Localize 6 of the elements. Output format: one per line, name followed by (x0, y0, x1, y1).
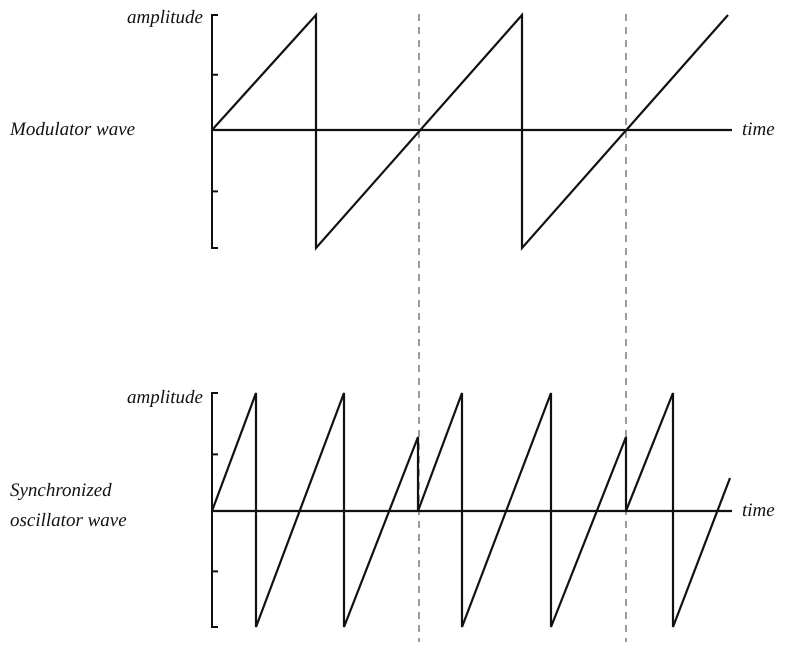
axis-label: time (742, 118, 775, 142)
wave-label: Modulator wave (10, 118, 136, 142)
wave-label: Synchronized oscillator wave (10, 479, 128, 534)
axis-label: time (742, 499, 775, 523)
axis-label: amplitude (127, 6, 203, 30)
axis-label: amplitude (127, 386, 203, 410)
